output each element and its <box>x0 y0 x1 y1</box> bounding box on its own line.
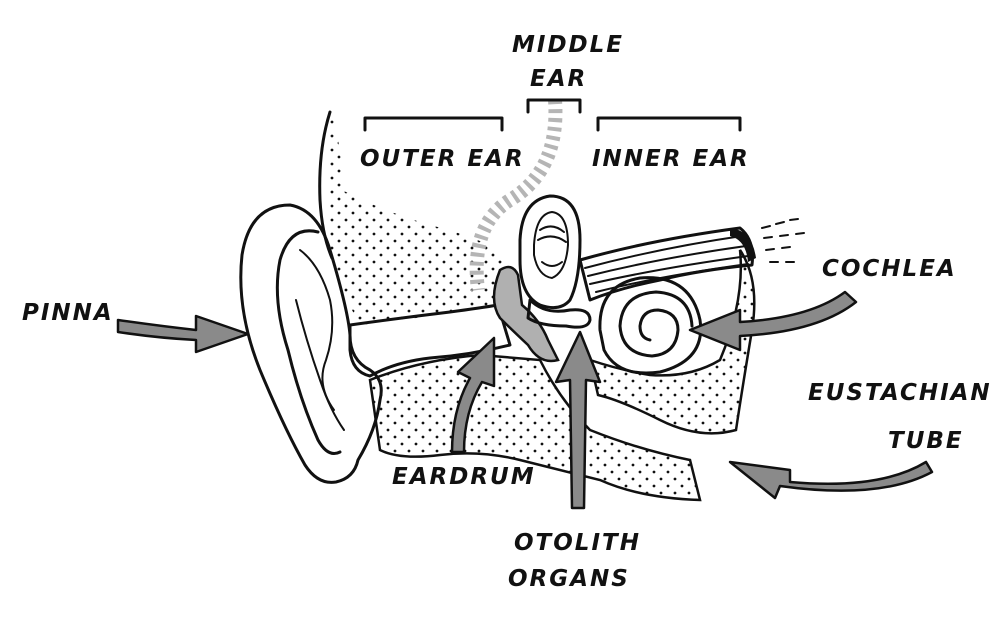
inner-ear-label: INNER EAR <box>592 146 750 172</box>
pinna-ridge <box>295 299 345 431</box>
eardrum-arrow-icon <box>450 336 496 454</box>
outer-ear-bracket <box>363 116 504 132</box>
inner-ear-bone-region <box>588 249 756 435</box>
cochlear-nerve-fibers <box>584 235 749 293</box>
semicircular-canals <box>518 194 582 310</box>
skin-tissue-region <box>327 112 510 325</box>
vestibule <box>526 298 592 329</box>
eardrum-label: EARDRUM <box>392 464 536 490</box>
inner-ear-bracket <box>596 116 742 132</box>
outer-ear-label: OUTER EAR <box>360 146 525 172</box>
eustachian-tube-label-line2: TUBE <box>888 428 964 454</box>
sound-wave-path <box>469 99 563 291</box>
pinna-antihelix <box>299 249 335 411</box>
otolith-arrow-icon <box>554 330 602 510</box>
cochlea-label: COCHLEA <box>822 256 957 282</box>
cochlea-arrow-icon <box>688 290 858 352</box>
cochlea-spiral <box>618 290 694 358</box>
middle-ear-bracket <box>526 98 582 114</box>
cochlea-spiral-body <box>598 276 703 375</box>
cochlear-nerve-tip <box>730 228 756 262</box>
eustachian-tube-label-line1: EUSTACHIAN <box>808 380 992 406</box>
semicircular-canal-lines <box>537 225 567 267</box>
pinna-outline <box>239 203 383 484</box>
otolith-organs-label-line2: ORGANS <box>508 566 630 592</box>
ossicles-fill <box>492 265 560 363</box>
pinna-arrow-icon <box>116 314 250 354</box>
eustachian-arrow-icon <box>728 460 934 500</box>
pinna-inner-fold <box>275 229 342 455</box>
middle-ear-label-line2: EAR <box>530 66 587 92</box>
middle-ear-label-line1: MIDDLE <box>512 32 624 58</box>
semicircular-canal-inner <box>533 211 569 279</box>
otolith-organs-label-line1: OTOLITH <box>514 530 641 556</box>
temporal-bone-region <box>368 353 702 502</box>
pinna-label: PINNA <box>22 300 114 326</box>
nerve-signal-dashes <box>761 218 805 263</box>
cochlear-nerve <box>578 226 754 302</box>
